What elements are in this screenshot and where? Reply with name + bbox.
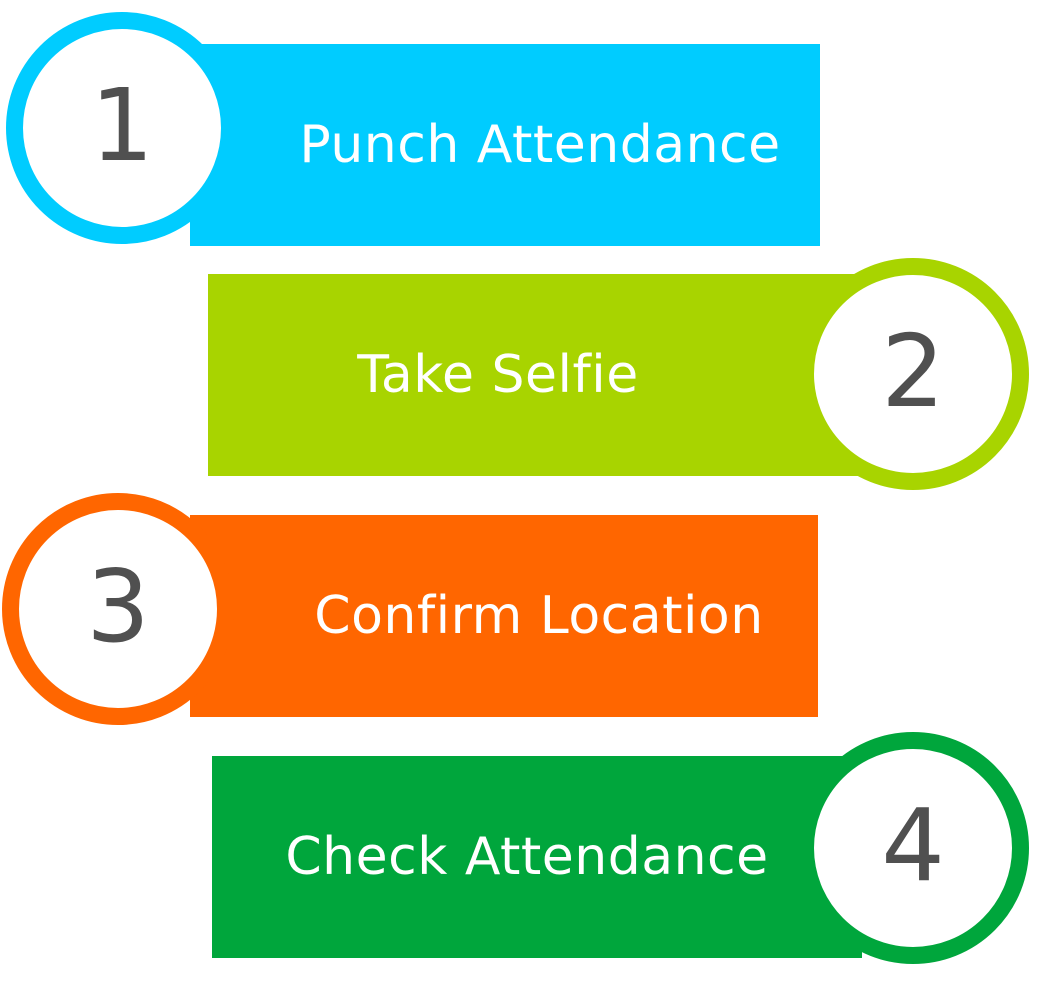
step-2-circle: 2: [797, 258, 1029, 490]
step-3-circle: 3: [2, 493, 234, 725]
step-1-label: Punch Attendance: [299, 115, 781, 175]
step-2-label: Take Selfie: [357, 345, 639, 405]
step-4-circle: 4: [797, 732, 1029, 964]
step-4-bar: Check Attendance: [212, 756, 862, 958]
step-1: Punch Attendance 1: [0, 0, 1046, 270]
step-3: Confirm Location 3: [0, 0, 1046, 725]
step-4-number: 4: [881, 787, 945, 904]
step-1-bar: Punch Attendance: [190, 44, 820, 246]
step-2: Take Selfie 2: [0, 0, 1046, 490]
step-3-bar: Confirm Location: [190, 515, 818, 717]
step-4-label: Check Attendance: [285, 827, 769, 887]
step-2-bar: Take Selfie: [208, 274, 858, 476]
step-3-label: Confirm Location: [314, 586, 764, 646]
step-3-number: 3: [86, 548, 150, 665]
step-2-number: 2: [881, 313, 945, 430]
step-1-number: 1: [90, 67, 154, 184]
